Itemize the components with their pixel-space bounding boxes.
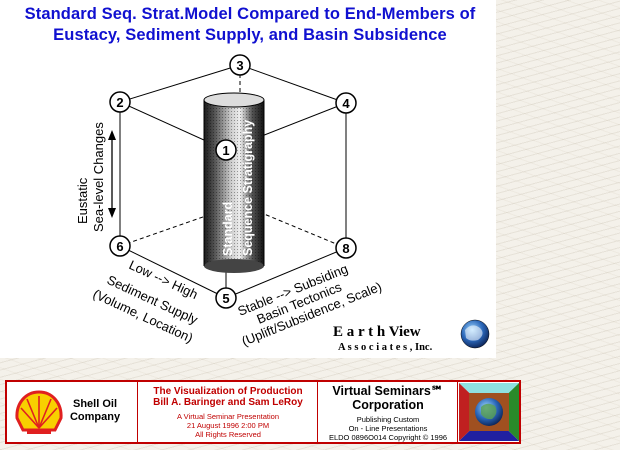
corner-5: 5 — [222, 291, 229, 306]
cylinder-label-1: Standard — [221, 202, 235, 256]
corner-2: 2 — [116, 95, 123, 110]
presentation-info: The Visualization of Production Bill A. … — [137, 382, 318, 442]
shell-name-line-2: Company — [69, 411, 121, 423]
shell-logo-icon — [15, 390, 63, 434]
shell-section: Shell Oil Company — [7, 382, 137, 442]
page-title: Standard Seq. Strat.Model Compared to En… — [0, 4, 500, 46]
earthview-sub: A s s o c i a t e s , Inc. — [338, 342, 433, 353]
standard-sequence-cylinder: Standard Sequence Stratigraphy — [203, 92, 265, 273]
cube-diagram: Standard Sequence Stratigraphy 1 2 3 4 5… — [75, 54, 490, 353]
corner-nodes: 1 2 3 4 5 6 8 — [109, 54, 357, 309]
title-line-1: Standard Seq. Strat.Model Compared to En… — [24, 5, 476, 23]
presentation-authors: Bill A. Baringer and Sam LeRoy — [153, 397, 303, 408]
corner-1: 1 — [222, 143, 229, 158]
presentation-date: 21 August 1996 2:00 PM — [186, 421, 270, 430]
eustatic-axis: Eustatic Sea-level Changes — [75, 122, 116, 232]
footer-banner: Shell Oil Company The Visualization of P… — [5, 380, 521, 444]
eustatic-label-1: Eustatic — [75, 177, 90, 224]
vs-online: On - Line Presentations — [348, 424, 428, 433]
earthview-logo: E a r t h View A s s o c i a t e s , Inc… — [333, 319, 490, 353]
vs-logo — [457, 382, 520, 442]
virtual-seminars-info: Virtual Seminars℠ Corporation Publishing… — [317, 382, 458, 442]
vs-corporation: Corporation — [352, 398, 424, 412]
vs-publishing: Publishing Custom — [356, 415, 420, 424]
corner-6: 6 — [116, 239, 123, 254]
vs-globe-icon — [459, 383, 519, 441]
eustatic-label-2: Sea-level Changes — [91, 122, 106, 232]
cylinder-label-2: Sequence Stratigraphy — [241, 120, 255, 256]
shell-company-name: Shell Oil Company — [65, 398, 125, 424]
arrow-up-icon — [108, 130, 116, 140]
arrow-down-icon — [108, 208, 116, 218]
vs-name: Virtual Seminars℠ — [332, 384, 444, 398]
shell-name-line-1: Shell Oil — [72, 398, 117, 410]
corner-4: 4 — [342, 96, 350, 111]
title-line-2: Eustacy, Sediment Supply, and Basin Subs… — [53, 26, 447, 44]
presentation-rights: All Rights Reserved — [195, 430, 261, 439]
sediment-axis: Low --> High Sediment Supply (Volume, Lo… — [91, 257, 201, 345]
vs-copyright: ELDO 0896O014 Copyright © 1996 — [328, 433, 448, 442]
corner-3: 3 — [236, 58, 243, 73]
presentation-title: The Visualization of Production — [153, 386, 303, 397]
presentation-type: A Virtual Seminar Presentation — [176, 412, 279, 421]
earthview-name: E a r t h View — [333, 324, 421, 340]
corner-8: 8 — [342, 241, 349, 256]
